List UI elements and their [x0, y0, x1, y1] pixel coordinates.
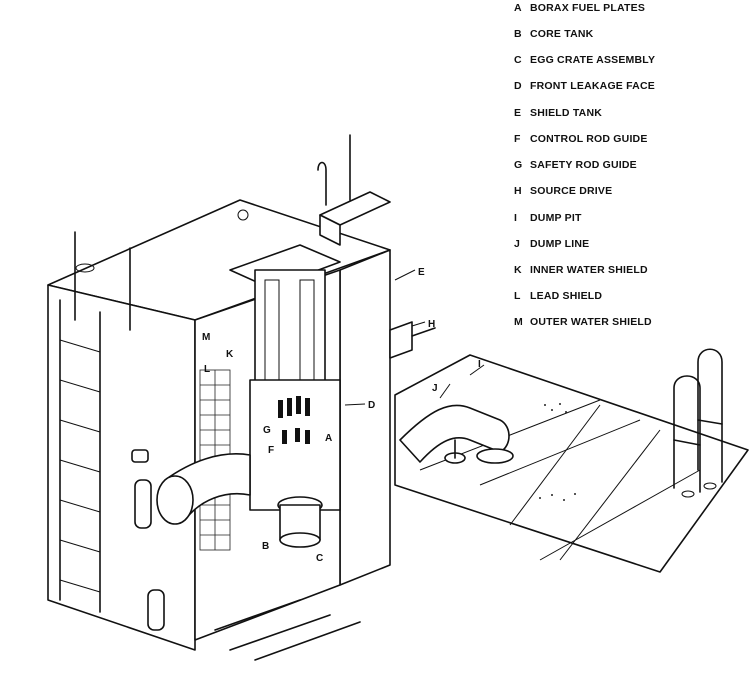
legend-key: B	[514, 28, 522, 40]
legend-item-m: M OUTER WATER SHIELD	[514, 316, 652, 328]
legend-key: H	[514, 185, 522, 197]
legend-label: SOURCE DRIVE	[530, 185, 613, 197]
legend-item-j: J DUMP LINE	[514, 238, 589, 250]
legend-item-a: A BORAX FUEL PLATES	[514, 2, 645, 14]
legend-item-i: I DUMP PIT	[514, 212, 582, 224]
legend-label: INNER WATER SHIELD	[530, 264, 648, 276]
base-rails	[214, 599, 361, 661]
callout-J: J	[432, 383, 438, 394]
callout-I: I	[478, 359, 481, 370]
callout-B: B	[262, 541, 269, 552]
legend-label: DUMP PIT	[530, 212, 582, 224]
fuel-plates	[278, 396, 310, 444]
legend-key: I	[514, 212, 518, 224]
callout-H: H	[428, 319, 435, 330]
callouts: E H I J D M K L G A F B C	[202, 267, 485, 564]
side-pipe	[156, 453, 251, 525]
legend-label: SAFETY ROD GUIDE	[530, 159, 637, 171]
legend-key: A	[514, 2, 522, 14]
legend-key: L	[514, 290, 521, 302]
source-drive-port	[389, 321, 436, 359]
callout-E: E	[418, 267, 425, 278]
legend-item-h: H SOURCE DRIVE	[514, 185, 612, 197]
legend-label: EGG CRATE ASSEMBLY	[530, 54, 656, 66]
legend-item-l: L LEAD SHIELD	[514, 290, 602, 302]
legend-label: CONTROL ROD GUIDE	[530, 133, 648, 145]
legend-label: LEAD SHIELD	[530, 290, 603, 302]
dump-line-pipe	[399, 404, 514, 464]
legend-label: OUTER WATER SHIELD	[530, 316, 652, 328]
callout-G: G	[263, 425, 271, 436]
legend-key: G	[514, 159, 523, 171]
callout-C: C	[316, 553, 323, 564]
callout-F: F	[268, 445, 274, 456]
legend-item-g: G SAFETY ROD GUIDE	[514, 159, 637, 171]
core-assembly	[249, 269, 341, 548]
floor-railing	[673, 348, 723, 498]
legend-key: C	[514, 54, 522, 66]
legend-key: J	[514, 238, 521, 250]
ladder	[59, 299, 101, 613]
legend-key: D	[514, 80, 522, 92]
callout-D: D	[368, 400, 375, 411]
callout-K: K	[226, 349, 234, 360]
legend-key: F	[514, 133, 521, 145]
legend-key: K	[514, 264, 522, 276]
legend-label: FRONT LEAKAGE FACE	[530, 80, 655, 92]
callout-A: A	[325, 433, 332, 444]
legend-item-c: C EGG CRATE ASSEMBLY	[514, 54, 655, 66]
legend-key: M	[514, 316, 523, 328]
legend-item-e: E SHIELD TANK	[514, 107, 602, 119]
legend-item-k: K INNER WATER SHIELD	[514, 264, 648, 276]
side-canister	[131, 449, 165, 631]
legend-item-d: D FRONT LEAKAGE FACE	[514, 80, 655, 92]
legend-item-b: B CORE TANK	[514, 28, 593, 40]
legend-key: E	[514, 107, 522, 119]
floor-speckle	[539, 403, 576, 501]
callout-M: M	[202, 332, 210, 343]
legend-label: BORAX FUEL PLATES	[530, 2, 646, 14]
legend-label: CORE TANK	[530, 28, 594, 40]
shield-tank-block	[47, 134, 436, 661]
legend-label: SHIELD TANK	[530, 107, 603, 119]
legend-item-f: F CONTROL ROD GUIDE	[514, 133, 648, 145]
legend-label: DUMP LINE	[530, 238, 590, 250]
callout-L: L	[204, 364, 210, 375]
